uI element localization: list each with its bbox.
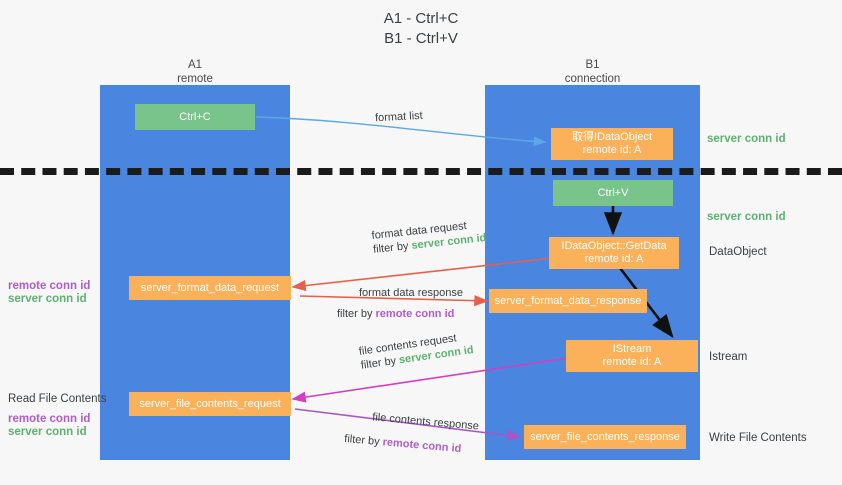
lane-a1-name: A1 [187, 59, 203, 71]
lane-a1-subtitle: remote [177, 73, 213, 85]
annotation-write-file-contents: Write File Contents [709, 432, 807, 444]
edge-label-format-data-request: format data request filter by server con… [371, 217, 487, 257]
annotation-remote-conn-id-mid: remote conn id [8, 280, 91, 292]
node-ctrl-c[interactable]: Ctrl+C [135, 104, 255, 130]
node-server-file-contents-response[interactable]: server_file_contents_response [524, 425, 686, 449]
edge-label-format-data-response: format data response filter by remote co… [337, 286, 463, 321]
node-getdata-title: IDataObject::GetData [561, 240, 667, 252]
filter-prefix-1: filter by [372, 239, 413, 256]
node-server-format-data-request[interactable]: server_format_data_request [129, 276, 291, 300]
node-ctrl-v[interactable]: Ctrl+V [553, 180, 673, 206]
title-line-1: A1 - Ctrl+C [383, 10, 459, 27]
filter-key-remote-conn-id-1: remote conn id [375, 308, 455, 320]
title-line-2: B1 - Ctrl+V [384, 30, 458, 47]
edge-label-file-contents-response: file contents response filter by remote … [344, 408, 480, 457]
node-ctrl-c-label: Ctrl+C [179, 110, 211, 123]
phase-separator [0, 168, 842, 175]
node-server-file-contents-request-label: server_file_contents_request [139, 397, 281, 410]
annotation-server-conn-id-mid: server conn id [707, 211, 786, 223]
lane-header-b1: B1 connection [485, 58, 700, 86]
node-ctrl-v-label: Ctrl+V [597, 186, 629, 199]
node-getdata[interactable]: IDataObject::GetData remote id: A [549, 237, 679, 269]
annotation-istream: Istream [709, 351, 748, 363]
annotation-remote-conn-id-low: remote conn id [8, 413, 91, 425]
node-istream[interactable]: IStream remote id: A [566, 340, 698, 372]
node-istream-title: IStream [612, 343, 652, 355]
node-getdata-remote-id: remote id: A [584, 253, 644, 265]
filter-key-remote-conn-id-2: remote conn id [382, 436, 462, 456]
node-idataobject-remote-id: remote id: A [582, 144, 642, 156]
annotation-server-conn-id-left-low: server conn id [8, 426, 87, 438]
annotation-server-conn-id-left-mid: server conn id [8, 293, 87, 305]
edge-label-file-contents-request: file contents request filter by server c… [358, 329, 475, 373]
filter-prefix-2: filter by [337, 308, 376, 320]
edge-label-format-data-response-filter: filter by remote conn id [337, 307, 463, 321]
annotation-read-file-contents: Read File Contents [8, 393, 107, 405]
node-idataobject-title: 取得IDataObject [571, 131, 653, 143]
node-server-file-contents-response-label: server_file_contents_response [530, 430, 680, 443]
edge-label-file-contents-response-main: file contents response [371, 411, 480, 433]
lane-header-a1: A1 remote [100, 58, 290, 86]
edge-label-format-data-response-main: format data response [359, 287, 463, 299]
lane-b1-subtitle: connection [564, 73, 621, 85]
lane-b1-name: B1 [585, 59, 600, 71]
node-server-format-data-response-label: server_format_data_response [494, 294, 642, 307]
edge-label-file-contents-response-filter: filter by remote conn id [344, 432, 478, 458]
annotation-dataobject: DataObject [709, 246, 767, 258]
node-idataobject-formatlist[interactable]: 取得IDataObject remote id: A [551, 128, 673, 160]
annotation-server-conn-id-top: server conn id [707, 133, 786, 145]
node-istream-remote-id: remote id: A [602, 356, 662, 368]
filter-prefix-3: filter by [360, 354, 400, 372]
node-server-format-data-response[interactable]: server_format_data_response [489, 289, 647, 313]
page-title: A1 - Ctrl+C B1 - Ctrl+V [0, 9, 842, 49]
edge-label-format-list: format list [374, 109, 423, 125]
node-server-format-data-request-label: server_format_data_request [140, 281, 280, 294]
node-server-file-contents-request[interactable]: server_file_contents_request [129, 392, 291, 416]
filter-prefix-4: filter by [343, 432, 384, 449]
